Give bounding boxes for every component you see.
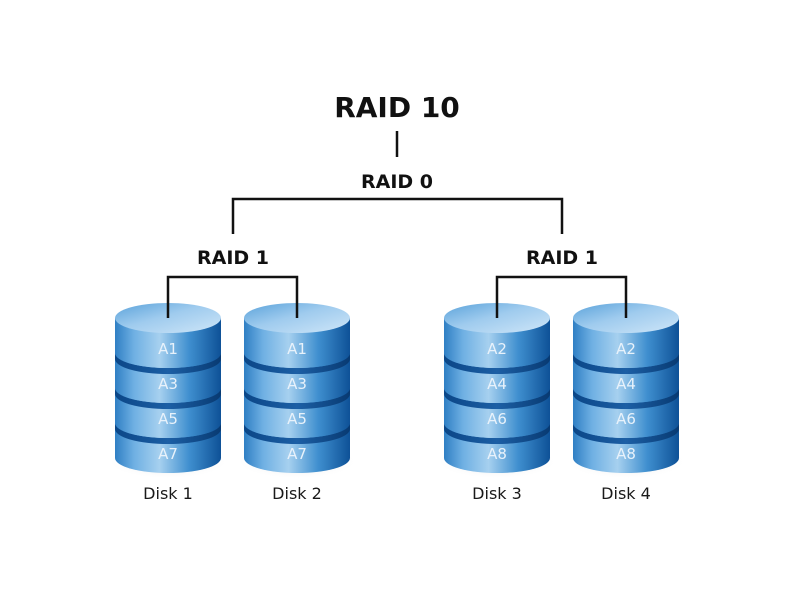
disk-band-separator [444, 423, 550, 444]
raid0-label: RAID 0 [361, 171, 433, 193]
disk-band-separator [244, 423, 350, 444]
diagram-title: RAID 10 [334, 91, 460, 124]
block-label: A8 [487, 445, 507, 463]
disk-band-separator [573, 423, 679, 444]
block-label: A7 [287, 445, 307, 463]
block-label: A6 [487, 410, 507, 428]
disk-name-label: Disk 3 [472, 484, 522, 503]
raid0-bracket [231, 197, 564, 234]
block-label: A7 [158, 445, 178, 463]
block-label: A4 [487, 375, 507, 393]
raid1-bracket-right [495, 275, 628, 318]
block-label: A1 [287, 340, 307, 358]
raid1-label-left: RAID 1 [197, 247, 269, 269]
disk-name-label: Disk 4 [601, 484, 651, 503]
disk-band-separator [244, 353, 350, 374]
disk-band-separator [244, 388, 350, 409]
disk-band-separator [444, 353, 550, 374]
disk-band-separator [573, 388, 679, 409]
disk-band-separator [573, 353, 679, 374]
raid1-label-right: RAID 1 [526, 247, 598, 269]
block-label: A6 [616, 410, 636, 428]
block-label: A3 [287, 375, 307, 393]
disk-band-separator [115, 388, 221, 409]
block-label: A5 [158, 410, 178, 428]
raid1-bracket-left [166, 275, 299, 318]
disk-band-separator [444, 388, 550, 409]
block-label: A2 [616, 340, 636, 358]
block-label: A8 [616, 445, 636, 463]
disk-band-separator [115, 423, 221, 444]
block-label: A4 [616, 375, 636, 393]
block-label: A3 [158, 375, 178, 393]
disk-name-label: Disk 2 [272, 484, 322, 503]
disk-name-label: Disk 1 [143, 484, 193, 503]
block-label: A2 [487, 340, 507, 358]
disk-band-separator [115, 353, 221, 374]
block-label: A1 [158, 340, 178, 358]
block-label: A5 [287, 410, 307, 428]
